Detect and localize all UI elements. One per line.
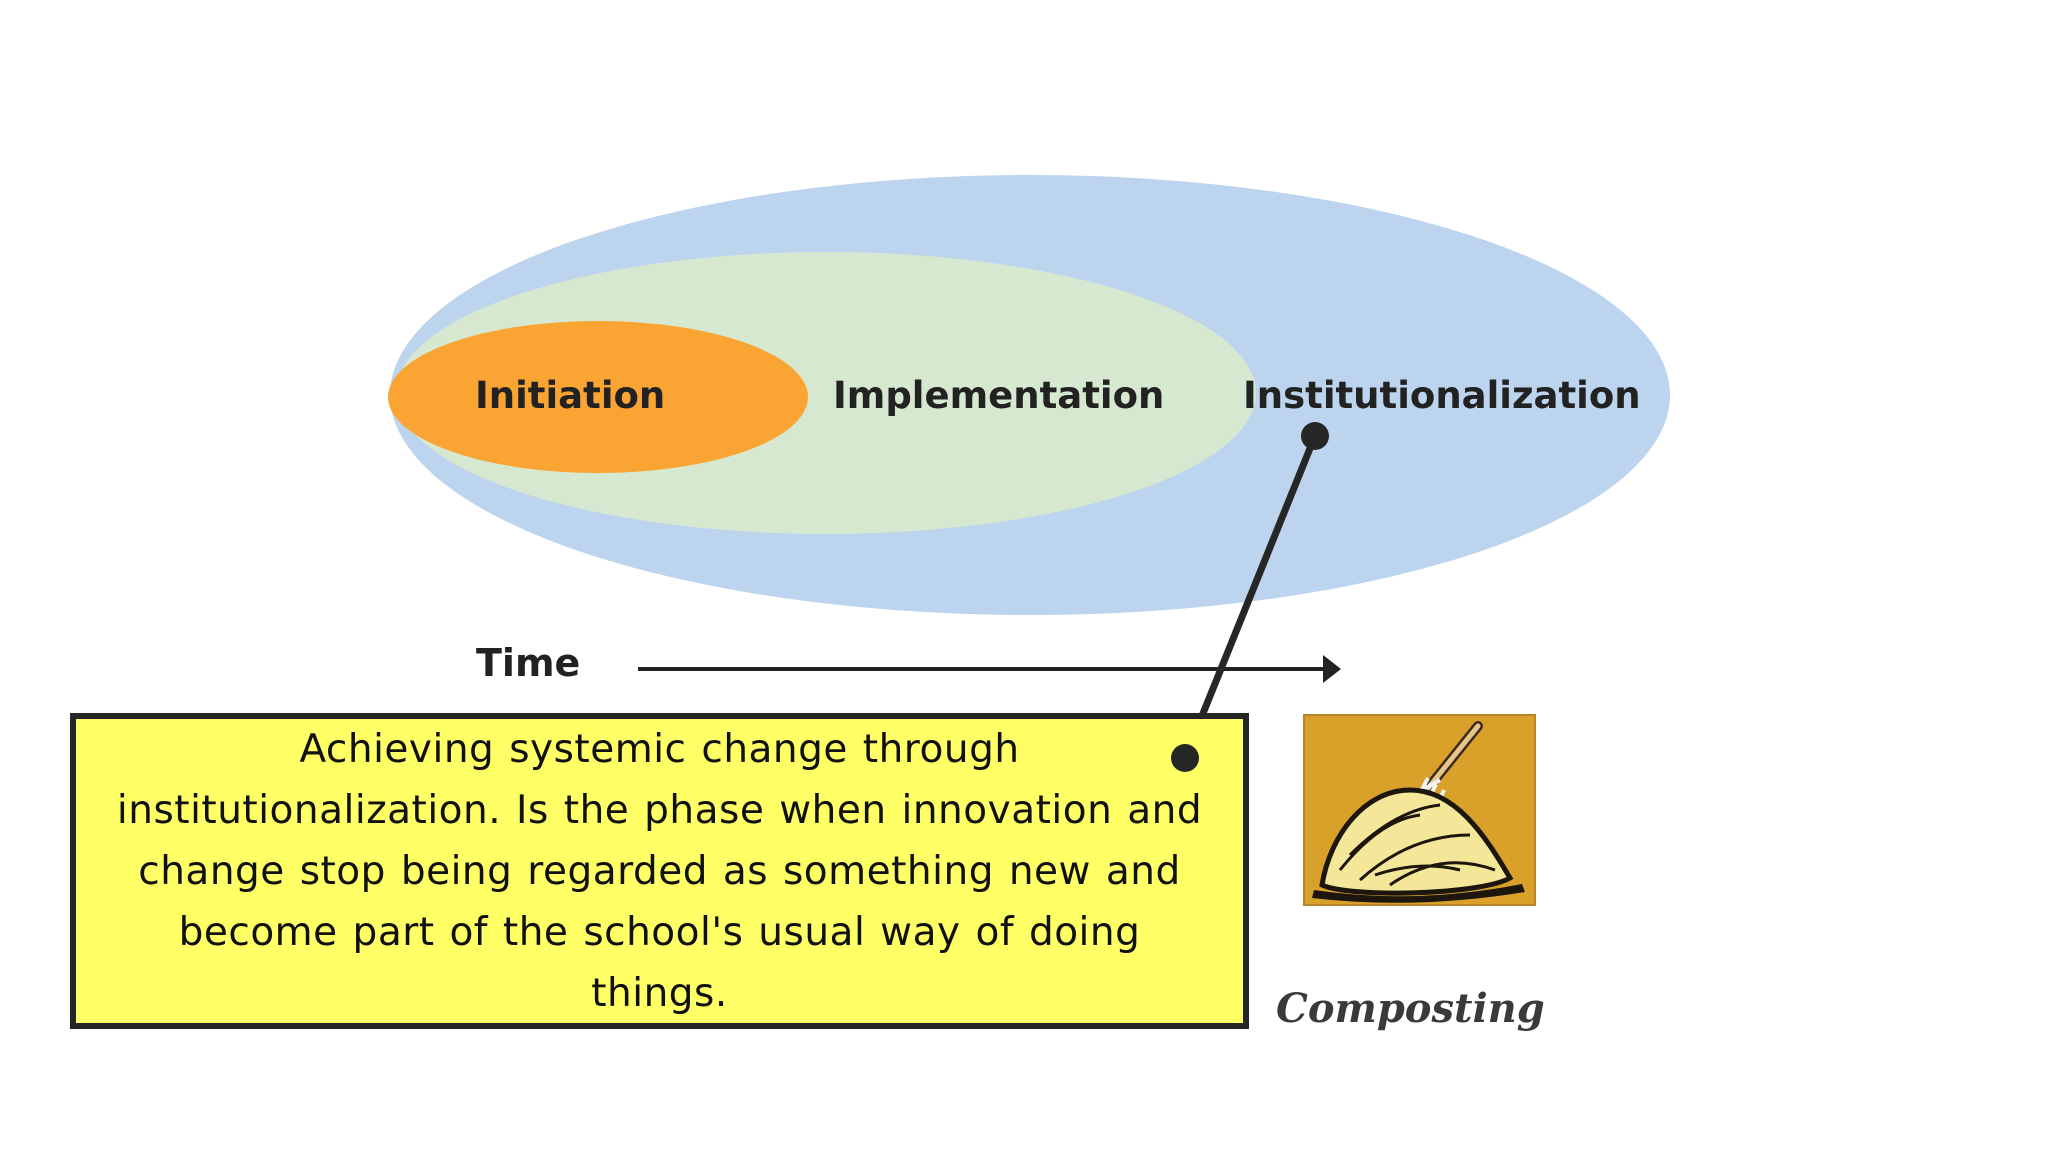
initiation-ellipse (388, 321, 808, 473)
initiation-label: Initiation (475, 374, 665, 417)
time-label: Time (476, 641, 580, 685)
institutionalization-label: Institutionalization (1243, 374, 1641, 417)
callout-pointer-line (1181, 432, 1319, 762)
composting-caption: Composting (1276, 985, 1545, 1032)
compost-pile-icon (1303, 714, 1536, 906)
implementation-label: Implementation (833, 374, 1164, 417)
callout-text: Achieving systemic change through instit… (116, 726, 1203, 1016)
time-arrow-head (1323, 655, 1341, 683)
callout-box: Achieving systemic change through instit… (70, 713, 1249, 1029)
